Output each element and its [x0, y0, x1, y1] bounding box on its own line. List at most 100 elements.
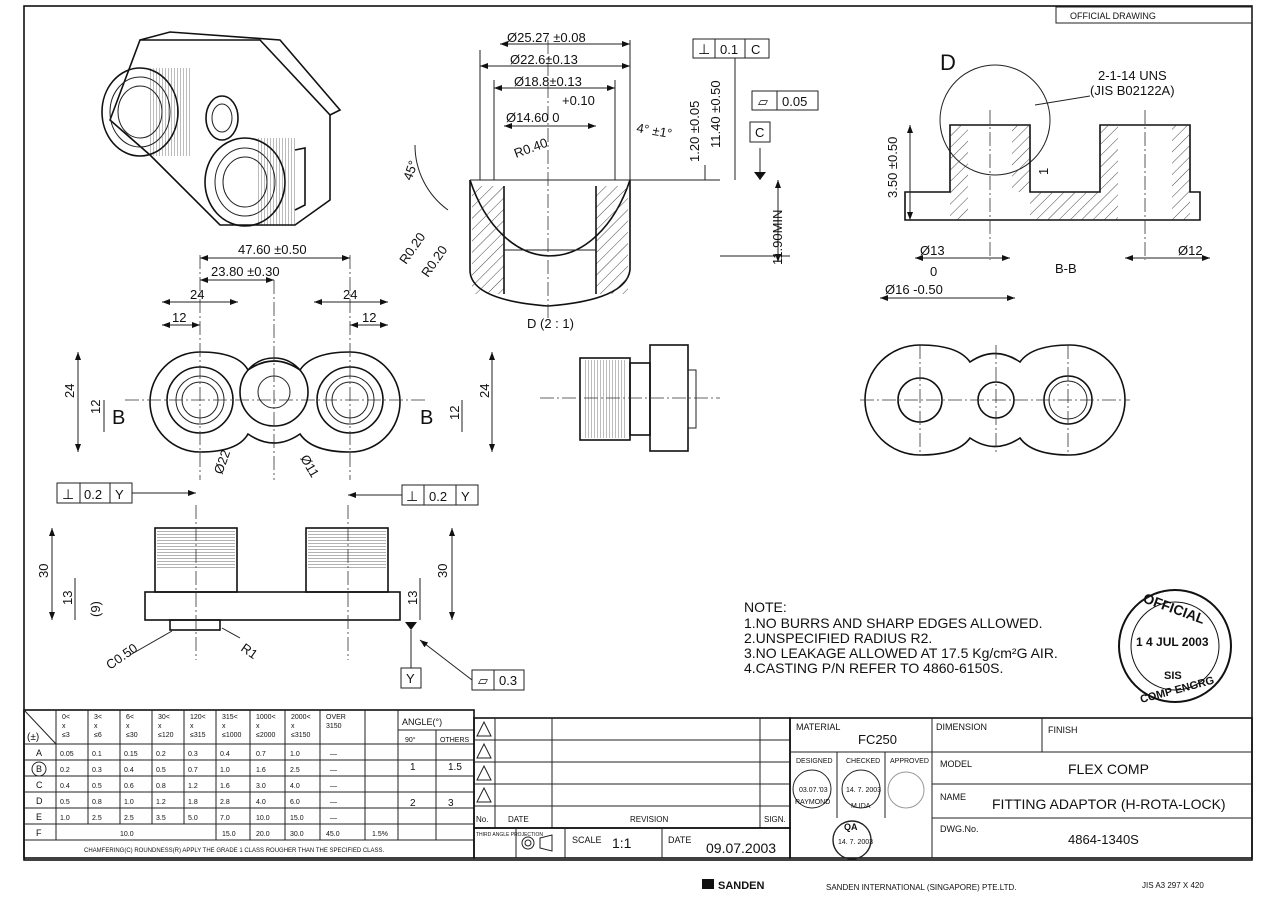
top-view: [860, 344, 1130, 456]
tol-value-cell: 0.6: [124, 783, 134, 790]
tol-value-cell: 1.2: [156, 799, 166, 806]
dim-h120: 1.20 ±0.05: [687, 101, 702, 162]
note-line-1: 1.NO BURRS AND SHARP EDGES ALLOWED.: [744, 615, 1043, 631]
gdt-flatness-005: ▱ 0.05: [751, 90, 819, 111]
tol-value-cell: 1.0: [290, 751, 300, 758]
detail-d-view: 45° Ø25.27 ±0.08 Ø22.6±0.13 Ø18.8±0.13 +…: [396, 30, 956, 331]
designer-date: 03.07.'03: [799, 787, 828, 794]
designer-name: RAYMOND: [795, 799, 830, 806]
official-drawing-tag: OFFICIAL DRAWING: [1055, 6, 1253, 24]
tol-value-cell: 2.5: [92, 815, 102, 822]
svg-text:Y: Y: [406, 671, 415, 686]
rev-sign-header: SIGN.: [764, 815, 786, 824]
detail-d-label: D (2 : 1): [527, 316, 574, 331]
tol-header-cell: x: [190, 723, 194, 730]
sanden-logo-icon: [702, 879, 714, 889]
tol-value-cell: 0.7: [188, 767, 198, 774]
notes-title: NOTE:: [744, 599, 787, 615]
tol-header-cell: 6<: [126, 714, 134, 721]
tol-value-cell: 30.0: [290, 831, 304, 838]
tol-grade-label: A: [36, 748, 42, 758]
dim-d1460-tol: +0.10: [562, 93, 595, 108]
dim-d12: Ø12: [1178, 243, 1203, 258]
date-value: 09.07.2003: [706, 840, 776, 856]
tol-header-cell: ≤3: [62, 732, 70, 739]
angle-cde-90: 2: [410, 798, 416, 809]
footer-brand: SANDEN: [718, 880, 765, 892]
tol-value-cell: 0.3: [92, 767, 102, 774]
tol-value-cell: 3.5: [156, 815, 166, 822]
tol-value-cell: 2.8: [220, 799, 230, 806]
gdt-flatness-03: ▱ 0.3: [419, 639, 525, 691]
svg-text:0.3: 0.3: [499, 673, 517, 688]
tol-value-cell: 7.0: [220, 815, 230, 822]
dim-r020-b: R0.20: [418, 243, 450, 280]
scale-value: 1:1: [612, 835, 632, 851]
tol-header-cell: x: [126, 723, 130, 730]
svg-text:C: C: [755, 125, 764, 140]
tol-value-cell: 10.0: [256, 815, 270, 822]
finish-label: FINISH: [1048, 725, 1078, 735]
tol-value-cell: 1.0: [124, 799, 134, 806]
tol-value-cell: 1.5%: [372, 831, 388, 838]
qa-label: QA: [844, 822, 858, 832]
isometric-view: [101, 31, 342, 227]
sheet-border: [23, 5, 1253, 861]
svg-text:▱: ▱: [478, 673, 488, 688]
tol-header-cell: 0<: [62, 714, 70, 721]
material-label: MATERIAL: [796, 722, 840, 732]
tol-value-cell: 1.0: [60, 815, 70, 822]
tol-value-cell: 0.3: [188, 751, 198, 758]
note-line-4: 4.CASTING P/N REFER TO 4860-6150S.: [744, 660, 1003, 676]
dim-d16-tol: 0: [930, 264, 937, 279]
tol-value-cell: 0.2: [156, 751, 166, 758]
tol-header-cell: ≤120: [158, 732, 174, 739]
svg-text:Y: Y: [115, 487, 124, 502]
angle-ab-others: 1.5: [448, 762, 462, 773]
dim-c050: C0.50: [103, 640, 140, 672]
tol-header-cell: x: [256, 723, 260, 730]
tol-value-cell: 0.2: [60, 767, 70, 774]
dim-r1: R1: [238, 640, 260, 662]
tol-value-cell: 0.8: [92, 799, 102, 806]
tol-value-cell: 0.5: [92, 783, 102, 790]
dim-d1460: Ø14.60 0: [506, 110, 560, 125]
tol-value-cell: 1.0: [220, 767, 230, 774]
tol-header-cell: x: [222, 723, 226, 730]
table-footnote: CHAMFERING(C) ROUNDNESS(R) APPLY THE GRA…: [84, 848, 385, 854]
dwg-label: DWG.No.: [940, 824, 979, 834]
tol-value-cell: 15.0: [290, 815, 304, 822]
dim-h24-right: 24: [477, 384, 492, 398]
name-value: FITTING ADAPTOR (H-ROTA-LOCK): [992, 796, 1226, 812]
svg-text:⊥: ⊥: [62, 486, 74, 502]
section-bb-view: 2-1-14 UNS (JIS B02122A) 3.50 ±0.50 1 Ø1…: [880, 64, 1210, 301]
dim-2380: 23.80 ±0.30: [211, 264, 280, 279]
tol-value-cell: 0.15: [124, 751, 138, 758]
tol-value-cell: 15.0: [222, 831, 236, 838]
dim-d2527: Ø25.27 ±0.08: [507, 30, 586, 45]
footer-paper: JIS A3 297 X 420: [1142, 881, 1204, 890]
tol-value-cell: 20.0: [256, 831, 270, 838]
footer-company: SANDEN INTERNATIONAL (SINGAPORE) PTE.LTD…: [826, 883, 1017, 892]
tol-header-cell: x: [291, 723, 295, 730]
angle-others-header: OTHERS: [440, 737, 470, 744]
scale-label: SCALE: [572, 835, 602, 845]
tol-value-cell: 0.4: [124, 767, 134, 774]
dim-w12-left: 12: [172, 310, 186, 325]
tol-header-cell: ≤30: [126, 732, 138, 739]
svg-text:0.05: 0.05: [782, 94, 807, 109]
tol-grade-label: F: [36, 828, 42, 838]
tol-grade-label: C: [36, 780, 43, 790]
name-label: NAME: [940, 792, 966, 802]
tol-header-cell: ≤1000: [222, 732, 242, 739]
title-block: MATERIAL FC250 DIMENSION FINISH DESIGNED…: [789, 717, 1253, 860]
svg-text:0.2: 0.2: [429, 489, 447, 504]
tol-value-cell: —: [330, 799, 337, 806]
tol-header-cell: ≤2000: [256, 732, 276, 739]
svg-text:0.1: 0.1: [720, 42, 738, 57]
svg-text:C: C: [751, 42, 760, 57]
tol-value-cell: 5.0: [188, 815, 198, 822]
grade-b-circle: [31, 761, 47, 777]
dim-d226: Ø22.6±0.13: [510, 52, 578, 67]
